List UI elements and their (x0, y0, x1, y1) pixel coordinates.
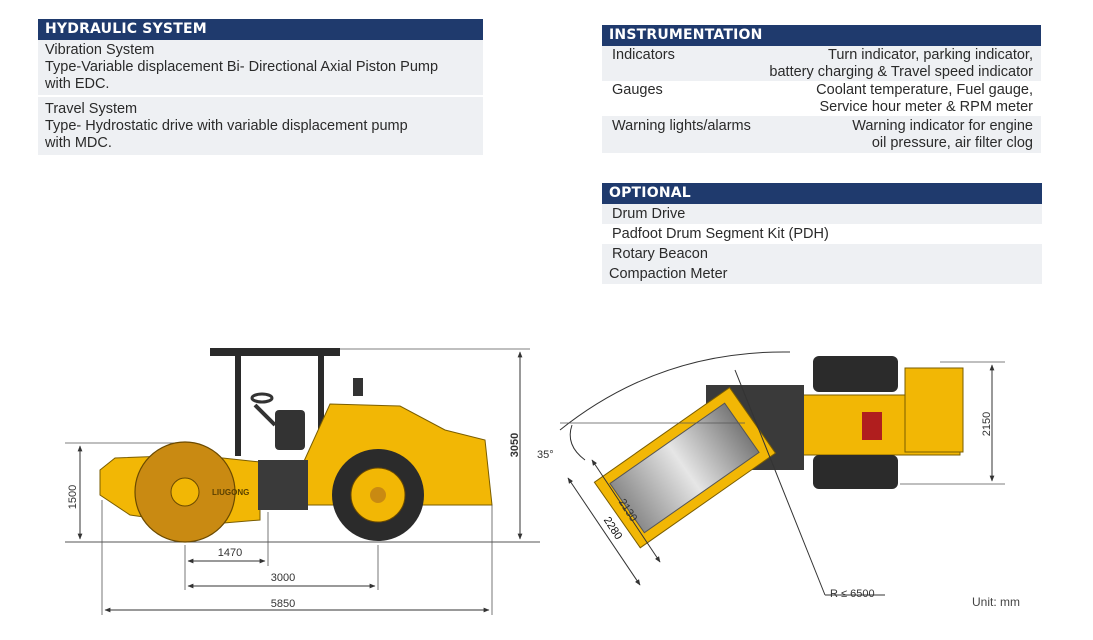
brand-label: LIUGONG (212, 488, 249, 497)
side-view: LIUGONG 3050 1500 1470 3000 5850 (65, 348, 540, 615)
dim-radius: R ≤ 6500 (830, 588, 875, 600)
instrumentation-value-line2: battery charging & Travel speed indicato… (769, 64, 1033, 80)
instrumentation-value-line2: oil pressure, air filter clog (871, 135, 1033, 151)
instrumentation-value-line1: Turn indicator, parking indicator, (828, 47, 1033, 63)
vibration-label: Vibration System (45, 42, 155, 58)
instrumentation-label: Indicators (612, 47, 675, 63)
instrumentation-label: Warning lights/alarms (612, 118, 751, 134)
dim-body-width: 2150 (981, 412, 993, 436)
instrumentation-value-line1: Warning indicator for engine (852, 118, 1033, 134)
travel-block: Travel System Type- Hydrostatic drive wi… (38, 97, 483, 155)
rear-tyre-top-2 (813, 455, 898, 489)
instrumentation-value-line1: Coolant temperature, Fuel gauge, (816, 82, 1033, 98)
center-frame (258, 460, 308, 510)
instrumentation-label: Gauges (612, 82, 663, 98)
instrumentation-value-line2: Service hour meter & RPM meter (819, 99, 1033, 115)
travel-label: Travel System (45, 101, 138, 117)
optional-item: Rotary Beacon (602, 244, 1042, 264)
optional-item: Padfoot Drum Segment Kit (PDH) (602, 224, 1042, 244)
operator-seat (275, 410, 305, 450)
optional-header: OPTIONAL (602, 183, 1042, 204)
instrumentation-row-indicators: Indicators Turn indicator, parking indic… (602, 46, 1041, 81)
top-view: R ≤ 6500 35° 2130 2280 2150 Unit: mm (537, 351, 1020, 609)
dim-length: 5850 (271, 598, 295, 610)
optional-item: Drum Drive (602, 204, 1042, 224)
vibration-type-line1: Type-Variable displacement Bi- Direction… (45, 59, 439, 75)
canopy-post-rear (318, 356, 324, 466)
optional-panel: OPTIONAL Drum Drive Padfoot Drum Segment… (602, 183, 1042, 284)
instrumentation-panel: INSTRUMENTATION Indicators Turn indicato… (602, 25, 1041, 153)
dim-drum-height: 1500 (67, 485, 79, 509)
travel-type-line1: Type- Hydrostatic drive with variable di… (45, 118, 408, 134)
vibration-block: Vibration System Type-Variable displacem… (38, 40, 483, 95)
unit-label: Unit: mm (972, 595, 1020, 609)
hydraulic-header: HYDRAULIC SYSTEM (38, 19, 483, 40)
dim-height-total: 3050 (509, 433, 521, 457)
hydraulic-panel: HYDRAULIC SYSTEM Vibration System Type-V… (38, 19, 483, 155)
instrumentation-header: INSTRUMENTATION (602, 25, 1041, 46)
dim-angle: 35° (537, 449, 554, 461)
instrumentation-row-warnings: Warning lights/alarms Warning indicator … (602, 116, 1041, 153)
optional-item: Compaction Meter (602, 264, 1042, 284)
dim-wheelbase: 3000 (271, 572, 295, 584)
canopy-roof (210, 348, 340, 356)
steering-wheel (250, 392, 274, 404)
vibration-type-line2: with EDC. (45, 76, 110, 92)
travel-type-line2: with MDC. (45, 135, 112, 151)
canopy-post-front (235, 356, 241, 456)
rear-tyre-top-1 (813, 356, 898, 392)
instrumentation-row-gauges: Gauges Coolant temperature, Fuel gauge, … (602, 81, 1041, 116)
dim-drum-to-center: 1470 (218, 547, 242, 559)
